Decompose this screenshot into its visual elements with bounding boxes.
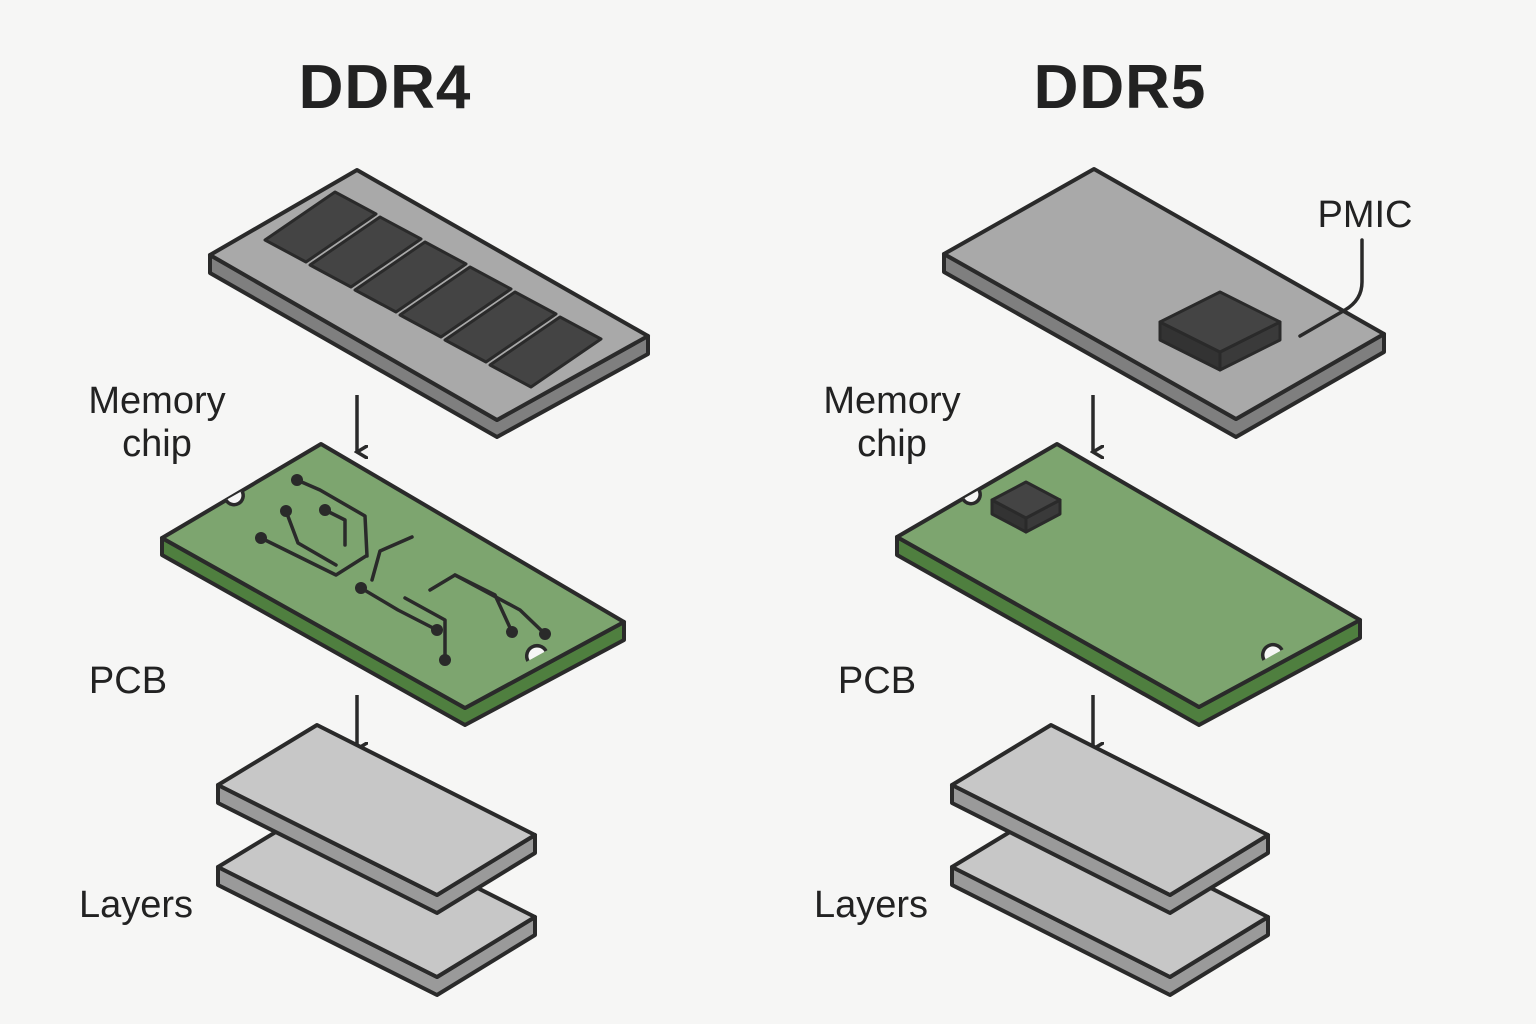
- ddr4-pcb-top: [160, 442, 626, 710]
- ddr4-layers-label: Layers: [79, 884, 193, 926]
- ddr5-memory-chip-label-line2: chip: [857, 423, 927, 465]
- ddr5-pcb-notch-left: [961, 489, 982, 506]
- ddr5-pmic-chip: [1158, 290, 1282, 372]
- ddr4-pcb-notch-right: [524, 644, 548, 662]
- ddr4-title: DDR4: [299, 53, 472, 122]
- ddr4-memory-chip: [443, 290, 558, 364]
- ddr4-layers: [216, 723, 537, 997]
- ddr4-memory-chips: [263, 190, 603, 389]
- ddr5-module-top: [942, 167, 1386, 421]
- ddr4-memory-module: [208, 168, 650, 439]
- ddr4-pcb-label: PCB: [89, 660, 167, 702]
- ddr4-memory-chip: [353, 240, 468, 314]
- ddr5-pcb: [895, 442, 1362, 727]
- ddr5-pmic-label: PMIC: [1318, 194, 1413, 236]
- ddr5-memory-module: [942, 167, 1386, 439]
- ddr5-layer-top: [950, 723, 1270, 915]
- ddr4-memory-chip: [488, 315, 603, 389]
- ddr4-memory-chip: [398, 265, 513, 339]
- ddr5-layers-label: Layers: [814, 884, 928, 926]
- ddr4-pcb-notch-left: [224, 490, 245, 507]
- ddr5-pcb-label: PCB: [838, 660, 916, 702]
- ddr4-pcb: [160, 442, 626, 727]
- ddr4-memory-chip-label-line2: chip: [122, 423, 192, 465]
- ddr5-title: DDR5: [1034, 53, 1207, 122]
- ddr4-pcb-pads: [255, 474, 551, 666]
- ddr4-layer-top: [216, 723, 537, 915]
- ddr4-memory-chip: [308, 215, 423, 289]
- ddr5-on-board-chip: [990, 480, 1062, 534]
- ddr5-memory-chip-label-line1: Memory: [823, 380, 960, 422]
- ddr5-pmic-leader-line: [1298, 238, 1364, 338]
- ddr5-pcb-notch-right: [1260, 643, 1284, 661]
- ddr4-memory-chip: [263, 190, 378, 264]
- ddr4-pcb-traces: [259, 478, 547, 662]
- ddr4-memory-chip-label-line1: Memory: [88, 380, 225, 422]
- ddr5-layers: [950, 723, 1270, 997]
